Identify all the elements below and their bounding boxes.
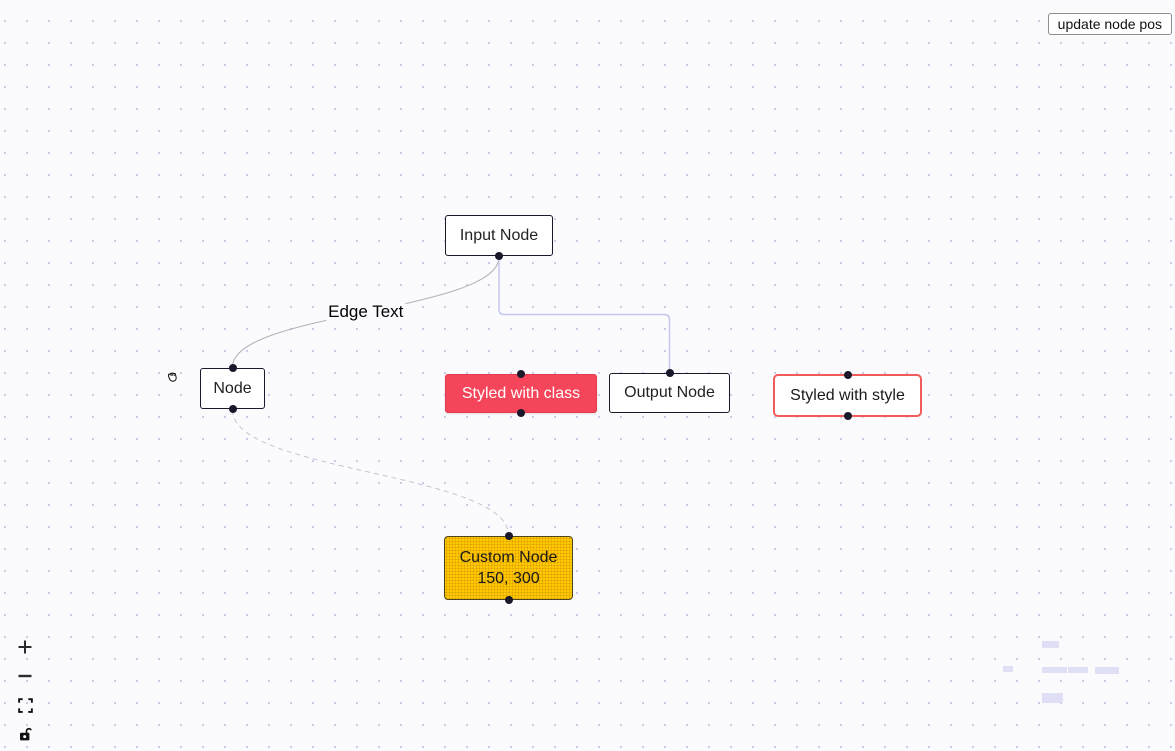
minimap-node-input xyxy=(1042,641,1060,648)
handle-top[interactable] xyxy=(665,369,674,377)
node-custom[interactable]: Custom Node 150, 300 xyxy=(444,532,573,604)
fit-view-icon xyxy=(17,697,33,713)
handle-bottom[interactable] xyxy=(495,252,503,260)
unlock-icon xyxy=(20,728,32,741)
node-style[interactable]: Styled with style xyxy=(773,371,922,420)
handle-bottom[interactable] xyxy=(843,412,852,420)
zoom-in-button[interactable] xyxy=(16,638,34,656)
controls-panel xyxy=(16,638,34,743)
fit-view-button[interactable] xyxy=(16,696,34,714)
node-label: Styled with style xyxy=(790,386,905,404)
interactivity-lock-button[interactable] xyxy=(16,725,34,743)
grab-cursor-icon xyxy=(168,372,177,382)
node-node[interactable]: Node xyxy=(200,364,265,413)
node-label: Output Node xyxy=(624,384,715,401)
node-class[interactable]: Styled with class xyxy=(445,370,597,417)
handle-top[interactable] xyxy=(517,370,525,378)
node-sublabel: 150, 300 xyxy=(477,570,540,587)
node-input[interactable]: Input Node xyxy=(445,215,553,260)
node-label: Node xyxy=(213,379,252,397)
node-output[interactable]: Output Node xyxy=(609,369,730,413)
update-node-pos-button[interactable]: update node pos xyxy=(1047,13,1172,35)
edge-node-custom[interactable] xyxy=(232,409,509,536)
handle-top[interactable] xyxy=(228,364,237,372)
plus-icon xyxy=(18,640,32,654)
edge-input-output[interactable] xyxy=(498,257,671,372)
minimap-node-class xyxy=(1042,666,1067,674)
handle-bottom[interactable] xyxy=(504,596,513,604)
handle-top[interactable] xyxy=(843,371,852,379)
node-label: Input Node xyxy=(459,226,539,244)
minimap[interactable] xyxy=(971,606,1175,751)
minus-icon xyxy=(18,674,32,678)
minimap-node-output xyxy=(1068,666,1088,674)
handle-bottom[interactable] xyxy=(517,409,525,417)
handle-top[interactable] xyxy=(504,532,513,540)
minimap-node-node xyxy=(1003,665,1014,673)
minimap-node-style xyxy=(1094,666,1119,674)
node-label: Custom Node xyxy=(459,549,558,566)
node-label: Styled with class xyxy=(461,384,581,402)
zoom-out-button[interactable] xyxy=(16,667,34,685)
minimap-node-custom xyxy=(1042,692,1063,703)
edge-label: Edge Text xyxy=(326,302,406,322)
handle-bottom[interactable] xyxy=(228,405,237,413)
